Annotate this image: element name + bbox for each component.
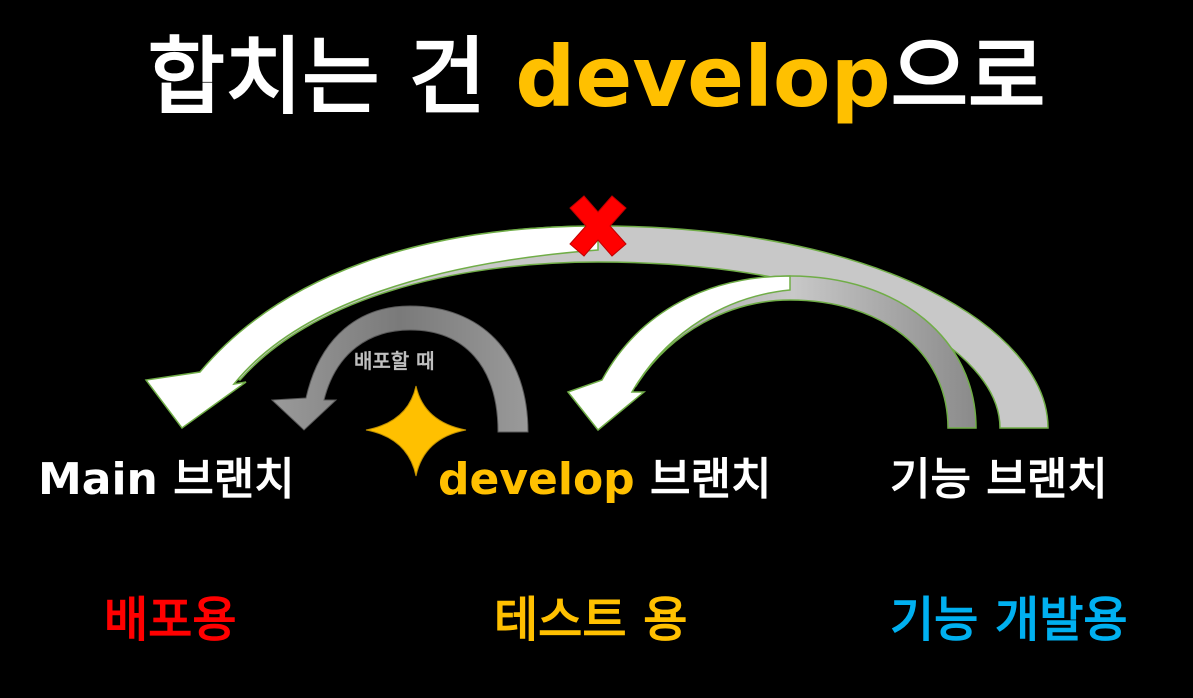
title-tail: 으로 xyxy=(890,28,1046,126)
four-point-star-icon xyxy=(365,385,467,477)
develop-branch-name: develop xyxy=(438,454,635,505)
feature-to-develop-arrow xyxy=(566,275,791,432)
develop-branch-label: develop 브랜치 xyxy=(438,448,771,512)
release-note-label: 배포할 때 xyxy=(354,349,435,373)
feature-branch-label: 기능 브랜치 xyxy=(890,454,1108,505)
main-purpose-label: 배포용 xyxy=(104,592,237,648)
feature-to-main-arrow xyxy=(144,225,599,430)
x-mark-icon xyxy=(569,195,627,257)
main-branch-suffix: 브랜치 xyxy=(157,454,295,505)
develop-to-main-release-arrow xyxy=(270,305,529,433)
feature-purpose-label: 기능 개발용 xyxy=(890,592,1128,648)
develop-purpose-label: 테스트 용 xyxy=(494,592,688,648)
main-branch-label: Main 브랜치 xyxy=(38,448,295,512)
title-accent: develop xyxy=(515,28,891,126)
develop-branch-suffix: 브랜치 xyxy=(634,454,772,505)
page-title: 합치는 건 develop으로 xyxy=(0,22,1193,132)
title-lead: 합치는 건 xyxy=(147,28,516,126)
main-branch-name: Main xyxy=(38,454,158,505)
